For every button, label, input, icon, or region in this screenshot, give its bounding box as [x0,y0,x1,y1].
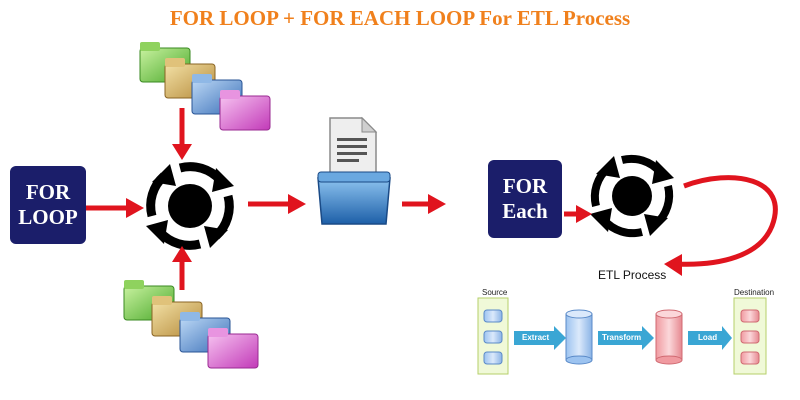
etl-target-database-icon [655,309,683,365]
for-each-label: FOR Each [502,174,548,223]
for-each-box: FOR Each [488,160,562,238]
etl-transform-label: Transform [602,333,642,342]
for-loop-box: FOR LOOP [10,166,86,244]
folder-stack-top-icon [139,42,271,131]
etl-destination-panel [733,297,767,375]
etl-process-label: ETL Process [598,268,667,282]
folder-stack-bottom-icon [123,280,259,369]
etl-load-label: Load [698,333,718,342]
etl-source-panel [477,297,509,375]
etl-destination-label: Destination [734,288,775,297]
document-tray-icon [317,116,391,225]
cycle-icon-right [590,154,674,238]
page-title: FOR LOOP + FOR EACH LOOP For ETL Process [169,6,631,30]
cycle-icon-left [146,162,234,250]
red-arrows [86,108,778,290]
etl-staging-database-icon [565,309,593,365]
etl-source-label: Source [482,288,508,297]
etl-extract-label: Extract [522,333,550,342]
etl-flow-arrows [514,326,732,350]
for-loop-label: FOR LOOP [18,180,78,229]
